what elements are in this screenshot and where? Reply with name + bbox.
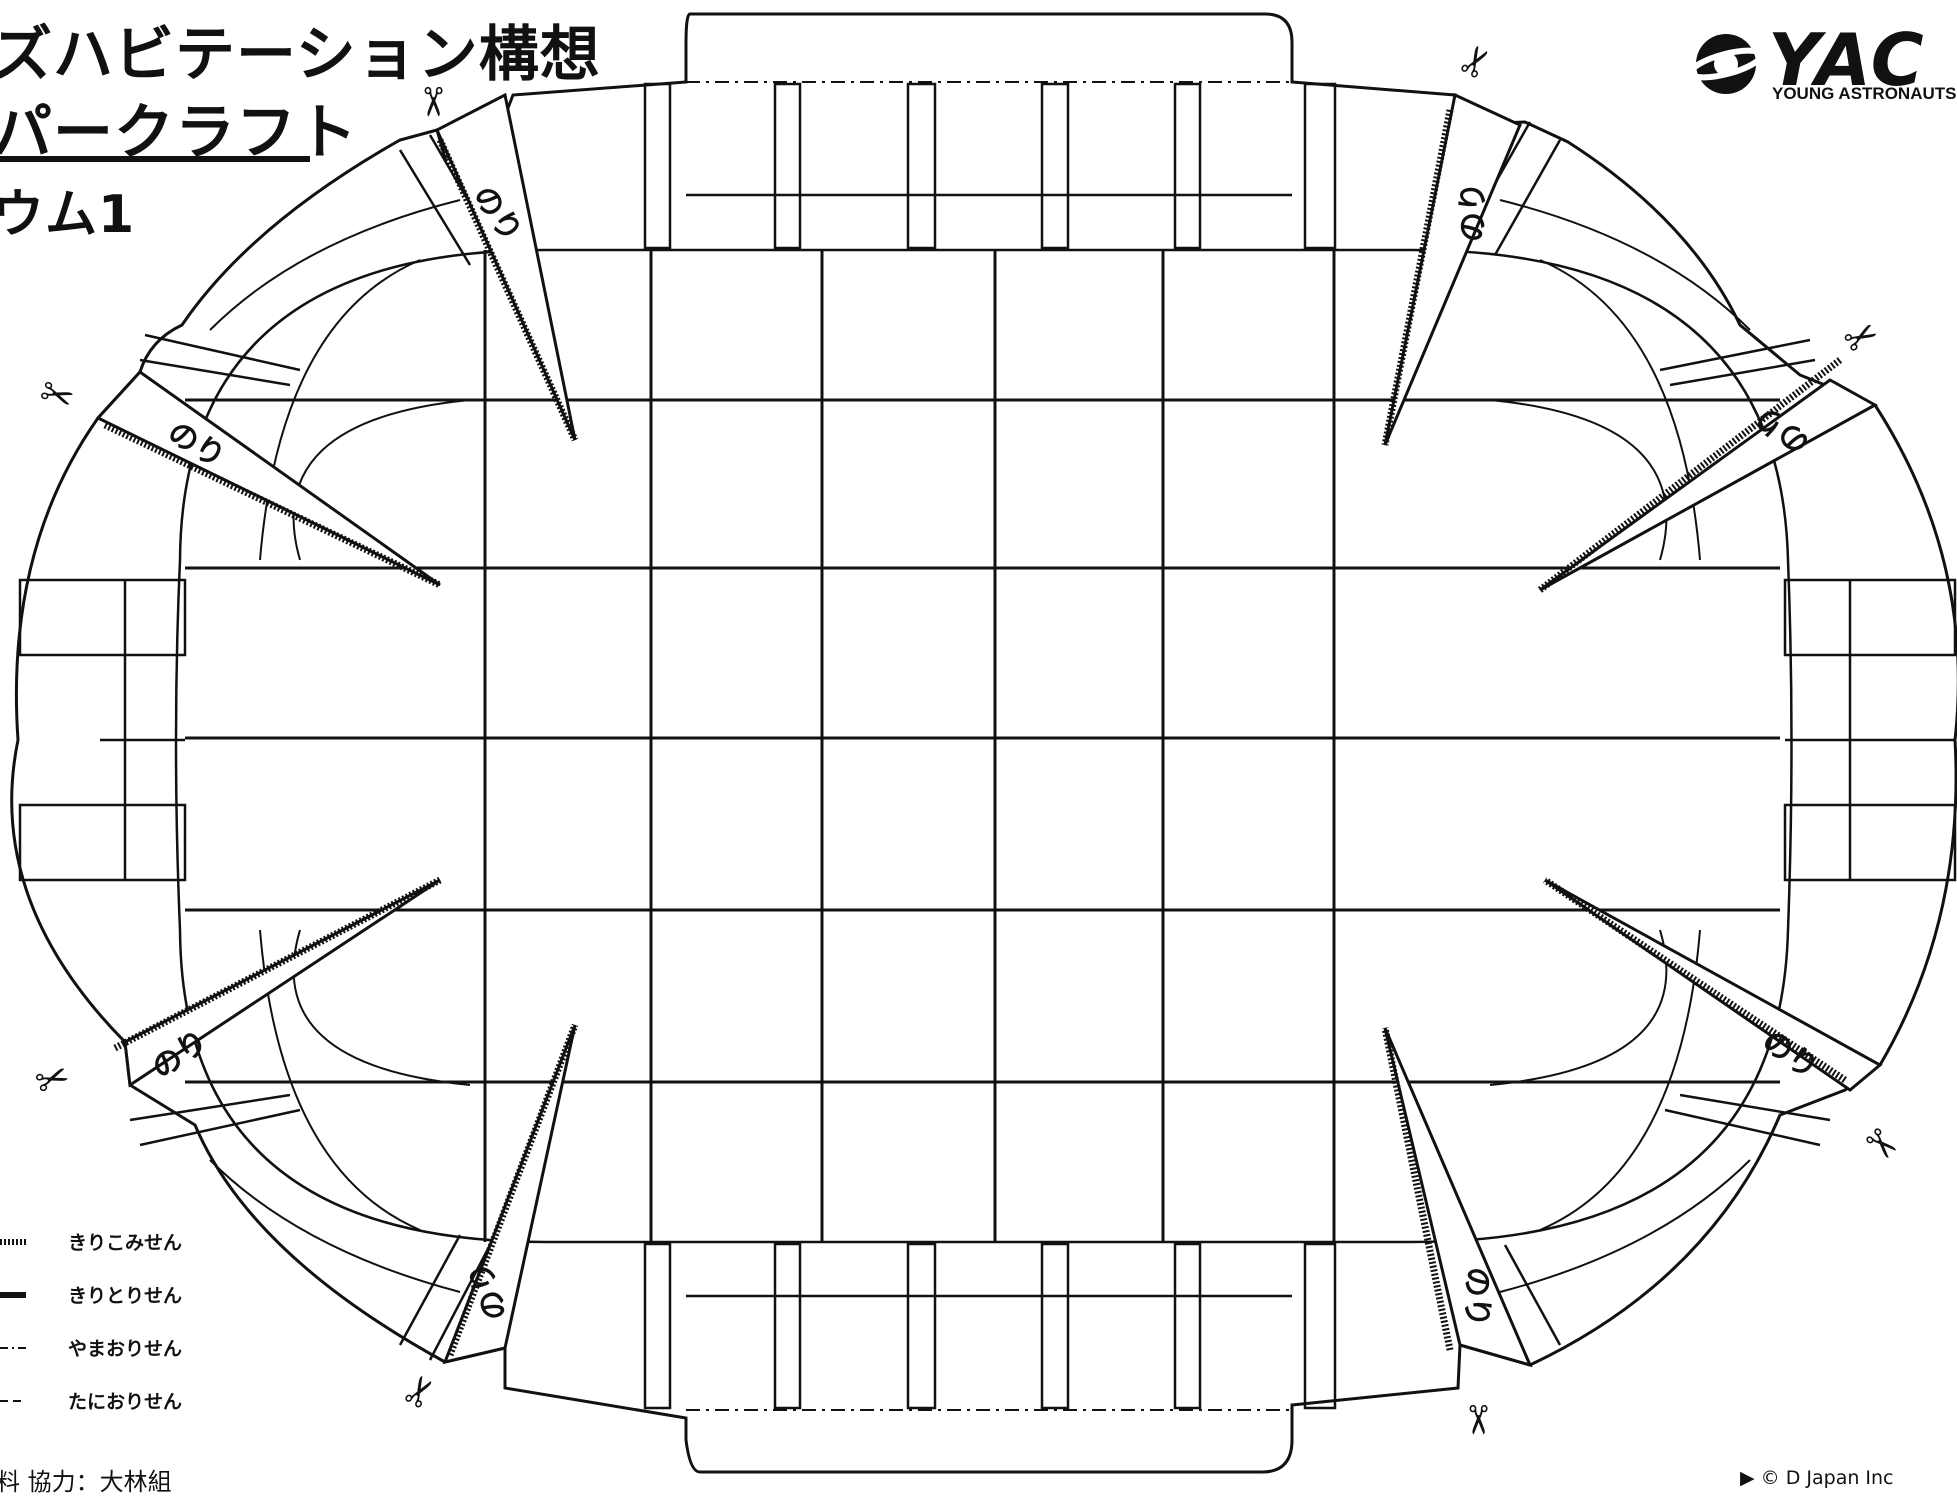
credit-text: 料 協力：大林組	[0, 1468, 172, 1496]
glue-flap	[1383, 1027, 1533, 1368]
title-underline	[0, 156, 310, 162]
legend-label: やまおりせん	[68, 1338, 183, 1360]
legend-label: たにおりせん	[68, 1391, 183, 1413]
scissors-icon: ✂	[408, 85, 455, 119]
stand-rib	[139, 1108, 301, 1147]
field-grid	[185, 250, 1780, 1242]
stand-rib	[1783, 803, 1957, 882]
legend-item-valley-fold: たにおりせん	[0, 1387, 230, 1440]
cut-out-swatch	[0, 1292, 26, 1298]
yac-logo: YAC YOUNG ASTRONAUTS CLUB	[1688, 18, 1957, 124]
stand-rib	[773, 1242, 802, 1410]
line-legend: きりこみせん きりとりせん やまおりせん たにおりせん	[0, 1228, 230, 1440]
glue-flap	[435, 92, 577, 441]
stand-rib	[643, 82, 672, 250]
page-title-line1: ズハビテーション構想	[0, 20, 601, 90]
stand-rib	[1659, 338, 1811, 372]
glue-flap	[95, 370, 441, 587]
stand-rib	[1173, 1242, 1202, 1410]
stand-rib	[1303, 82, 1337, 250]
stand-rib	[428, 1244, 492, 1361]
cut-slit	[1381, 109, 1454, 446]
stand-rib	[1783, 578, 1957, 657]
logo-wordmark: YAC	[1768, 18, 1926, 102]
stand-rib	[1040, 1242, 1070, 1410]
copyright-label: © D Japan Inc	[1760, 1467, 1894, 1489]
stand-rib	[139, 358, 291, 387]
cut-slit-swatch	[0, 1239, 26, 1245]
legend-item-cut-out: きりとりせん	[0, 1281, 230, 1334]
stand-rib	[1303, 1242, 1337, 1410]
stand-rib	[1679, 1093, 1831, 1122]
stand-rib	[1493, 139, 1562, 256]
stand-rib	[1664, 1108, 1821, 1147]
stand-rib	[398, 149, 472, 266]
glue-flaps	[95, 92, 1883, 1368]
legend-item-cut-slit: きりこみせん	[0, 1228, 230, 1281]
legend-label: きりとりせん	[68, 1285, 183, 1307]
valley-fold-swatch	[0, 1400, 26, 1402]
inner-track	[174, 248, 1793, 1244]
glue-flap	[1539, 378, 1879, 592]
cut-slit	[1543, 877, 1847, 1083]
glue-flap	[1383, 92, 1522, 446]
stand-rib	[18, 803, 187, 882]
stand-rib	[1503, 1244, 1562, 1346]
stand-ribs	[18, 82, 1957, 1410]
stand-rib	[18, 578, 187, 657]
stand-rib	[1669, 358, 1816, 387]
stand-rib	[398, 1234, 462, 1346]
cut-slit	[103, 421, 442, 589]
stand-rib	[906, 1242, 937, 1410]
stand-rib	[1173, 82, 1202, 250]
legend-label: きりこみせん	[68, 1232, 183, 1254]
stand-rib	[643, 1242, 672, 1410]
stand-rib	[144, 333, 301, 372]
copyright-text: ▶ © D Japan Inc	[1740, 1467, 1894, 1489]
glue-label: のり	[1456, 182, 1491, 242]
cut-slit	[113, 876, 442, 1052]
play-triangle-icon: ▶	[1740, 1467, 1755, 1489]
planet-logo-icon	[1688, 34, 1764, 94]
cut-slit	[1537, 357, 1843, 593]
cut-slit	[1381, 1027, 1454, 1351]
stand-rib	[906, 82, 937, 250]
cut-slit	[436, 138, 579, 442]
cut-slit	[446, 1023, 579, 1357]
stand-rib	[129, 1093, 291, 1122]
page-subtitle: ウム1	[0, 185, 136, 245]
glue-label: のり	[1459, 1267, 1494, 1327]
logo-subtitle: YOUNG ASTRONAUTS CLUB	[1772, 84, 1957, 103]
stand-rib	[1040, 82, 1070, 250]
legend-item-mountain-fold: やまおりせん	[0, 1334, 230, 1387]
mountain-fold-swatch	[0, 1347, 26, 1349]
stand-rib	[773, 82, 802, 250]
scissors-icon: ✂	[1453, 1403, 1500, 1437]
outer-cutline	[10, 12, 1957, 1474]
